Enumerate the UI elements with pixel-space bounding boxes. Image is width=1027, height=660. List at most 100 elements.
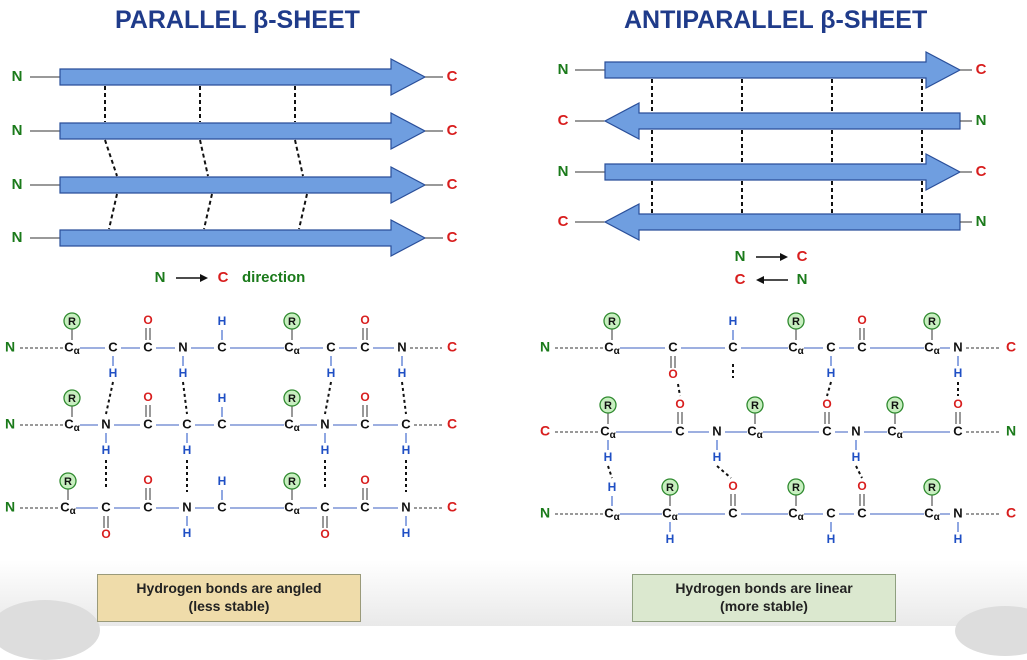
antiparallel-row-1-r-group-circle (787, 312, 805, 330)
antiparallel-row-2-oxygen: O (953, 397, 962, 411)
antiparallel-direction-c-1: C (797, 248, 808, 265)
parallel-row-3-hydrogen: H (183, 526, 192, 540)
antiparallel-row-3-left-label: N (540, 505, 550, 521)
parallel-row-1-left-label: N (5, 339, 15, 355)
antiparallel-row-3-carbon: C (728, 505, 738, 520)
corner-shadow-left (0, 600, 100, 660)
parallel-row-2-calpha: Cα (284, 416, 300, 433)
parallel-strand-3-n-label: N (12, 176, 23, 193)
antiparallel-row-2-left-label: C (540, 423, 550, 439)
antiparallel-caption-line2: (more stable) (720, 598, 808, 614)
parallel-strand-3-arrow (59, 166, 427, 204)
parallel-row-2-carbon: C (182, 416, 192, 431)
parallel-row-1-hydrogen: H (109, 366, 118, 380)
parallel-row-1-carbon: C (326, 339, 336, 354)
parallel-strand-2-arrow (59, 112, 427, 150)
parallel-hbond-line (203, 193, 213, 230)
parallel-row-1-hydrogen: H (218, 314, 227, 328)
antiparallel-row-1-calpha: Cα (788, 339, 804, 356)
parallel-caption-line1: Hydrogen bonds are angled (136, 580, 322, 596)
parallel-direction-n: N (155, 269, 166, 286)
parallel-row-1-hydrogen: H (398, 366, 407, 380)
parallel-row-1-r-group-circle (63, 312, 81, 330)
parallel-row-3-calpha: Cα (284, 499, 300, 516)
parallel-row-3-left-label: N (5, 499, 15, 515)
parallel-row-1-r-group-label: R (288, 316, 296, 328)
antiparallel-direction-arrow-2-head (756, 276, 764, 284)
antiparallel-direction-n-2: N (797, 271, 808, 288)
antiparallel-strand-3-right-label: C (976, 163, 987, 180)
parallel-hbond-line (199, 139, 209, 177)
parallel-row-2-calpha: Cα (64, 416, 80, 433)
parallel-row-3-nitrogen: N (182, 499, 191, 514)
parallel-row-2-nitrogen: N (101, 416, 110, 431)
parallel-row-2-hydrogen: H (321, 443, 330, 457)
antiparallel-row-1-hydrogen: H (827, 366, 836, 380)
parallel-row-1-hydrogen: H (327, 366, 336, 380)
parallel-strand-2-c-label: C (447, 122, 458, 139)
antiparallel-direction-arrow-1-head (780, 253, 788, 261)
parallel-row-2-hydrogen: H (218, 391, 227, 405)
antiparallel-row-2-r-group-label: R (604, 400, 612, 412)
parallel-row-3-carbon: C (143, 499, 153, 514)
antiparallel-strand-3-left-label: N (558, 163, 569, 180)
parallel-row-1-carbon: C (217, 339, 227, 354)
parallel-row-3-r-group-circle (283, 472, 301, 490)
antiparallel-row-2-r-group-circle (886, 396, 904, 414)
antiparallel-row-1-carbon: C (857, 339, 867, 354)
antiparallel-row-1-calpha: Cα (924, 339, 940, 356)
antiparallel-row-1-left-label: N (540, 339, 550, 355)
structure-hbond (324, 381, 332, 415)
parallel-row-2-hydrogen: H (402, 443, 411, 457)
parallel-row-3-hydrogen: H (402, 526, 411, 540)
antiparallel-row-2-hydrogen: H (713, 450, 722, 464)
parallel-row-2-r-group-circle (63, 389, 81, 407)
antiparallel-row-2-calpha: Cα (600, 423, 616, 440)
parallel-strand-1-arrow (59, 58, 427, 96)
antiparallel-row-2-r-group-circle (746, 396, 764, 414)
parallel-row-3-carbon: C (101, 499, 111, 514)
antiparallel-row-3-hydrogen: H (666, 532, 675, 546)
parallel-row-1-carbon: C (360, 339, 370, 354)
antiparallel-caption-line1: Hydrogen bonds are linear (675, 580, 853, 596)
antiparallel-row-3-calpha: Cα (662, 505, 678, 522)
antiparallel-row-3-carbon: C (857, 505, 867, 520)
antiparallel-row-2-nitrogen: N (851, 423, 860, 438)
parallel-caption: Hydrogen bonds are angled (less stable) (97, 574, 361, 622)
parallel-row-1-r-group-label: R (68, 316, 76, 328)
antiparallel-row-3-r-group-label: R (792, 482, 800, 494)
parallel-strand-3-c-label: C (447, 176, 458, 193)
antiparallel-row-2-calpha: Cα (747, 423, 763, 440)
antiparallel-strand-2-arrow (603, 102, 961, 140)
antiparallel-strand-1-right-label: C (976, 61, 987, 78)
antiparallel-row-1-carbon: C (668, 339, 678, 354)
parallel-strand-4-arrow (59, 219, 427, 257)
parallel-row-3-r-group-label: R (288, 476, 296, 488)
parallel-row-2-r-group-circle (283, 389, 301, 407)
antiparallel-row-3-calpha: Cα (604, 505, 620, 522)
parallel-caption-line2: (less stable) (188, 598, 270, 614)
parallel-row-1-carbon: C (143, 339, 153, 354)
antiparallel-row-1-r-group-label: R (608, 316, 616, 328)
parallel-strand-1-n-label: N (12, 68, 23, 85)
antiparallel-row-2-r-group-circle (599, 396, 617, 414)
antiparallel-row-2-oxygen: O (822, 397, 831, 411)
structure-hbond (677, 383, 681, 397)
antiparallel-row-2-carbon: C (822, 423, 832, 438)
antiparallel-row-2-r-group-label: R (751, 400, 759, 412)
parallel-row-1-r-group-circle (283, 312, 301, 330)
parallel-hbond-line (108, 193, 118, 230)
parallel-row-1-oxygen: O (143, 313, 152, 327)
antiparallel-row-1-r-group-circle (923, 312, 941, 330)
parallel-row-1-hydrogen: H (179, 366, 188, 380)
parallel-row-3-r-group-label: R (64, 476, 72, 488)
parallel-direction-arrow-head (200, 274, 208, 282)
antiparallel-row-3-right-label: C (1006, 505, 1016, 521)
parallel-row-2-hydrogen: H (183, 443, 192, 457)
parallel-row-2-left-label: N (5, 416, 15, 432)
antiparallel-row-2-carbon: C (953, 423, 963, 438)
parallel-row-2-carbon: C (143, 416, 153, 431)
antiparallel-row-3-nitrogen: N (953, 505, 962, 520)
parallel-row-2-r-group-label: R (288, 393, 296, 405)
